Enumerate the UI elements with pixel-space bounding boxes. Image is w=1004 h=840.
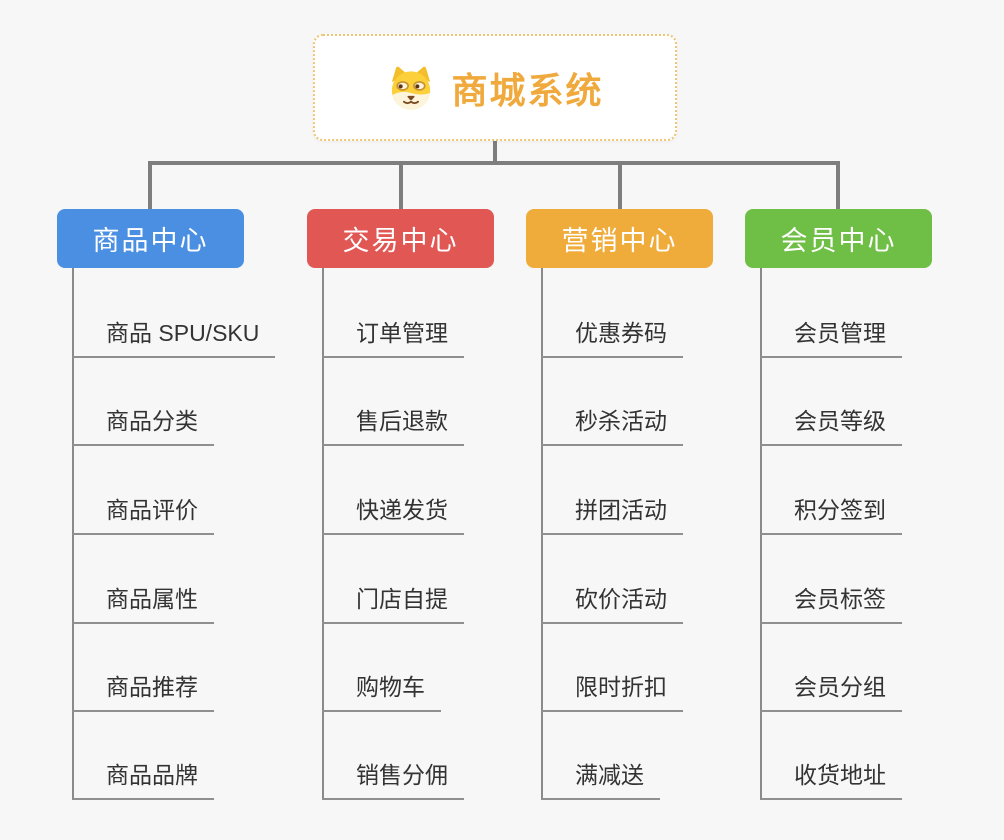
branch-label: 商品中心 <box>92 226 209 256</box>
child-sales-commission[interactable]: 销售分佣 <box>322 752 464 800</box>
child-product-review[interactable]: 商品评价 <box>72 487 214 535</box>
child-product-recommend[interactable]: 商品推荐 <box>72 664 214 712</box>
connector-drop-marketing <box>618 161 622 209</box>
child-seckill-activity[interactable]: 秒杀活动 <box>541 398 683 446</box>
child-product-spu-sku[interactable]: 商品 SPU/SKU <box>72 310 276 358</box>
child-groupbuy-activity[interactable]: 拼团活动 <box>541 487 683 535</box>
child-store-pickup[interactable]: 门店自提 <box>322 576 464 624</box>
branch-label: 会员中心 <box>780 226 897 256</box>
doge-icon <box>386 64 436 112</box>
child-product-attribute[interactable]: 商品属性 <box>72 576 214 624</box>
connector-root-drop <box>493 140 497 164</box>
branch-label: 营销中心 <box>561 226 678 256</box>
child-express-shipping[interactable]: 快递发货 <box>322 487 464 535</box>
child-member-level[interactable]: 会员等级 <box>760 398 902 446</box>
child-shopping-cart[interactable]: 购物车 <box>322 664 441 712</box>
child-product-brand[interactable]: 商品品牌 <box>72 752 214 800</box>
child-product-category[interactable]: 商品分类 <box>72 398 214 446</box>
child-member-group[interactable]: 会员分组 <box>760 664 902 712</box>
branch-node-trade-center[interactable]: 交易中心 <box>307 209 494 268</box>
branch-label: 交易中心 <box>342 226 459 256</box>
child-points-checkin[interactable]: 积分签到 <box>760 487 902 535</box>
connector-drop-trade <box>399 161 403 209</box>
child-member-management[interactable]: 会员管理 <box>760 310 902 358</box>
connector-drop-member <box>836 161 840 209</box>
child-full-reduction[interactable]: 满减送 <box>541 752 660 800</box>
root-node[interactable]: 商城系统 <box>313 34 677 141</box>
child-bargain-activity[interactable]: 砍价活动 <box>541 576 683 624</box>
child-limited-time-discount[interactable]: 限时折扣 <box>541 664 683 712</box>
child-coupon-code[interactable]: 优惠券码 <box>541 310 683 358</box>
connector-drop-product <box>148 161 152 209</box>
child-member-tag[interactable]: 会员标签 <box>760 576 902 624</box>
root-label: 商城系统 <box>451 69 604 111</box>
branch-node-product-center[interactable]: 商品中心 <box>57 209 244 268</box>
child-aftersale-refund[interactable]: 售后退款 <box>322 398 464 446</box>
child-shipping-address[interactable]: 收货地址 <box>760 752 902 800</box>
child-order-management[interactable]: 订单管理 <box>322 310 464 358</box>
connector-bus <box>148 161 840 165</box>
branch-node-marketing-center[interactable]: 营销中心 <box>526 209 713 268</box>
branch-node-member-center[interactable]: 会员中心 <box>745 209 932 268</box>
